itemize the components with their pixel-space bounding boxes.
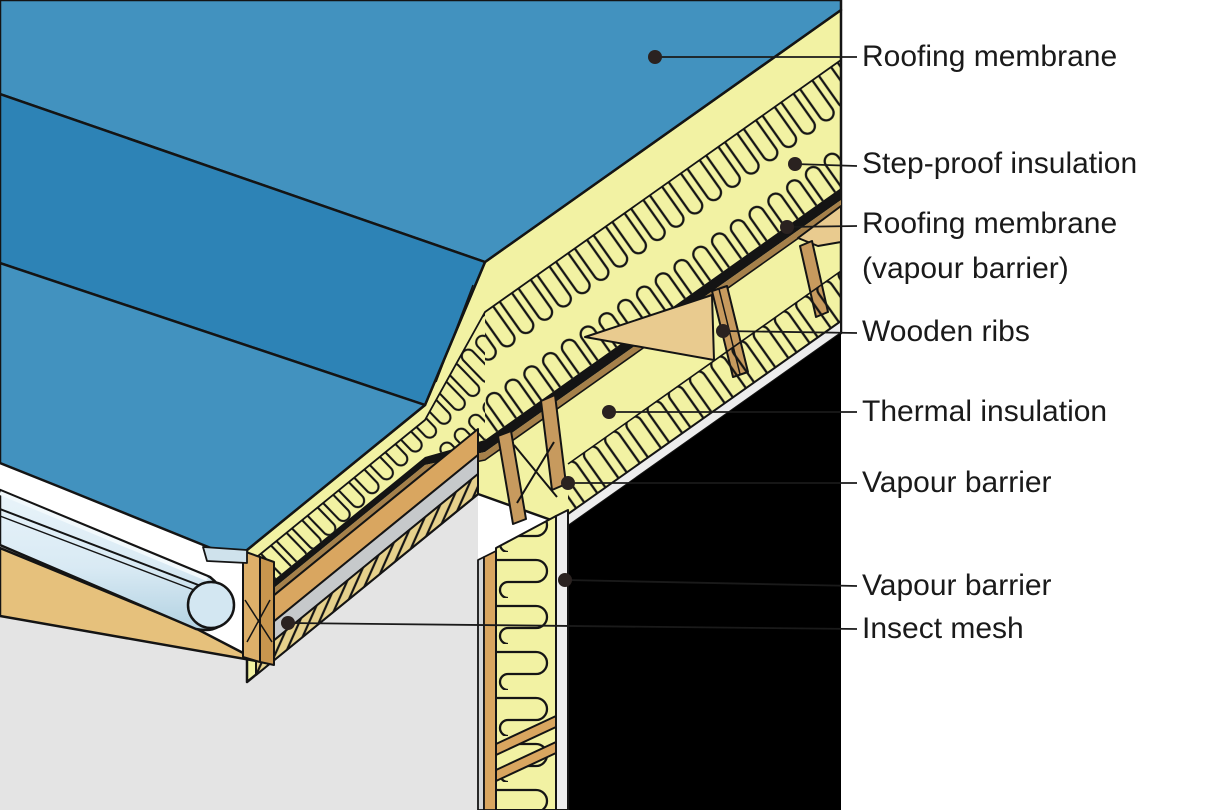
interior-void	[568, 333, 841, 810]
membrane-fold-crease	[435, 284, 474, 383]
step-proof-insulation-loops	[485, 60, 841, 440]
label-wooden-ribs: Wooden ribs	[862, 315, 1030, 348]
thermal-loops-top-line	[567, 270, 842, 465]
roof-membrane-upper	[0, 0, 843, 264]
eave-corner-post-2	[259, 556, 275, 666]
eave-corner-post	[242, 550, 261, 663]
wooden-rib-wedge	[584, 294, 715, 361]
label-thermal-insulation: Thermal insulation	[862, 395, 1108, 428]
label-roofing-membrane-vapour: Roofing membrane (vapour barrier)	[862, 207, 1118, 285]
gutter-rim-line-2	[0, 515, 211, 597]
gutter-highlight	[0, 491, 208, 581]
corner-post-brace-2	[246, 599, 271, 643]
wall-sheathing-strip	[477, 556, 485, 810]
label-insect-mesh: Insect mesh	[862, 612, 1024, 645]
callout-leaders	[287, 56, 858, 630]
label-roofing-membrane: Roofing membrane	[862, 40, 1118, 73]
gutter-rim-line	[0, 508, 215, 592]
callout-dots	[281, 50, 802, 630]
exterior-background	[0, 490, 478, 810]
wall-vapour-barrier-strip	[555, 509, 569, 810]
label-step-proof-insulation: Step-proof insulation	[862, 147, 1138, 180]
gutter-end-cap	[186, 580, 236, 630]
label-vapour-barrier-roof: Vapour barrier	[862, 466, 1052, 499]
insulation-edge-line	[246, 59, 842, 566]
label-vapour-barrier-wall: Vapour barrier	[862, 569, 1052, 602]
step-proof-insulation-loops-eave	[247, 312, 485, 602]
truss-diagonal-2	[516, 441, 555, 504]
membrane-edge-flashing	[202, 546, 248, 564]
insect-mesh-hatching	[256, 474, 478, 675]
wall-stud-strip	[483, 550, 497, 810]
